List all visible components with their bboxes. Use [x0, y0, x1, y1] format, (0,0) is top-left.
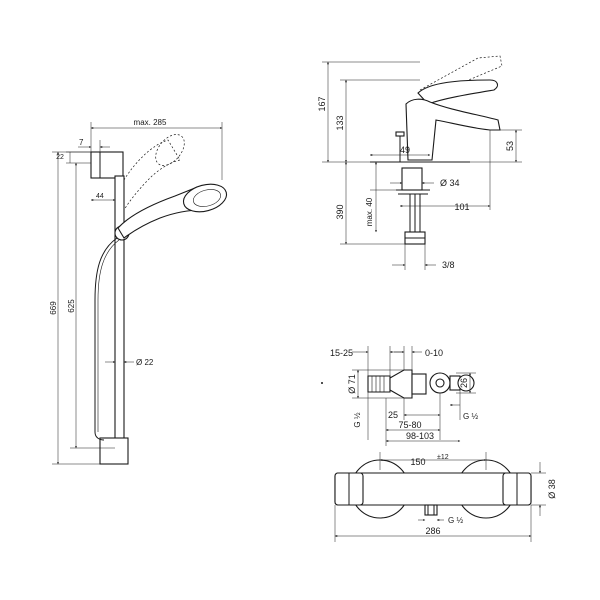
dim-g-half-right: G ½ — [463, 412, 478, 421]
dim-g-half-front: G ½ — [448, 516, 463, 525]
mixer-body — [405, 98, 501, 161]
dim-rod-diameter-22: Ø 22 — [136, 358, 154, 367]
wall-flange — [389, 369, 413, 399]
dim-133: 133 — [335, 115, 345, 130]
handle-open-position — [419, 55, 503, 93]
dim-25: 25 — [388, 410, 398, 420]
dim-7: 7 — [79, 138, 84, 147]
hand-shower-alt-position — [123, 139, 181, 211]
rail-rod — [114, 175, 125, 445]
dim-26: 26 — [459, 378, 469, 388]
dim-150: 150 — [410, 457, 425, 467]
dim-15-25: 15-25 — [330, 348, 353, 358]
dim-3-8: 3/8 — [442, 260, 455, 270]
dim-53: 53 — [505, 141, 515, 151]
dim-669: 669 — [49, 301, 58, 315]
dim-286: 286 — [425, 526, 440, 536]
dim-390: 390 — [335, 204, 345, 219]
dim-diameter-34: Ø 34 — [440, 178, 460, 188]
basin-mixer-drawing: 167 133 49 53 Ø 34 101 390 max. 40 3/8 — [317, 55, 522, 270]
dim-49: 49 — [400, 145, 410, 155]
dim-167: 167 — [317, 96, 327, 111]
thermostat-outlet — [424, 504, 438, 516]
dim-max-285: max. 285 — [134, 118, 167, 127]
dim-g-half-left: G ½ — [353, 412, 362, 427]
dim-625: 625 — [67, 299, 76, 313]
dim-98-103: 98-103 — [406, 431, 434, 441]
dim-22: 22 — [56, 154, 64, 161]
dim-max-40: max. 40 — [365, 197, 374, 226]
dim-0-10: 0-10 — [425, 348, 443, 358]
s-union — [367, 375, 391, 393]
thermostat-front-drawing: 150 ±12 Ø 38 G ½ 286 — [334, 452, 557, 542]
mixer-handle — [417, 79, 499, 105]
dim-diameter-38: Ø 38 — [547, 479, 557, 499]
mixer-shank — [401, 167, 423, 191]
dim-75-80: 75-80 — [398, 420, 421, 430]
dim-150-tolerance: ±12 — [437, 454, 449, 461]
rail-bottom-bracket — [99, 437, 129, 465]
shower-hose — [94, 237, 118, 441]
thermostat-side-drawing: 15-25 0-10 Ø 71 26 25 G ½ G ½ 75-80 98-1… — [321, 346, 478, 446]
dim-44: 44 — [96, 193, 104, 200]
rail-top-bracket — [90, 151, 124, 179]
thermostat-body — [334, 472, 532, 506]
dim-diameter-71: Ø 71 — [347, 374, 357, 394]
dim-101: 101 — [454, 202, 469, 212]
shower-rail-drawing: max. 285 7 22 44 669 625 Ø 22 — [49, 118, 228, 465]
